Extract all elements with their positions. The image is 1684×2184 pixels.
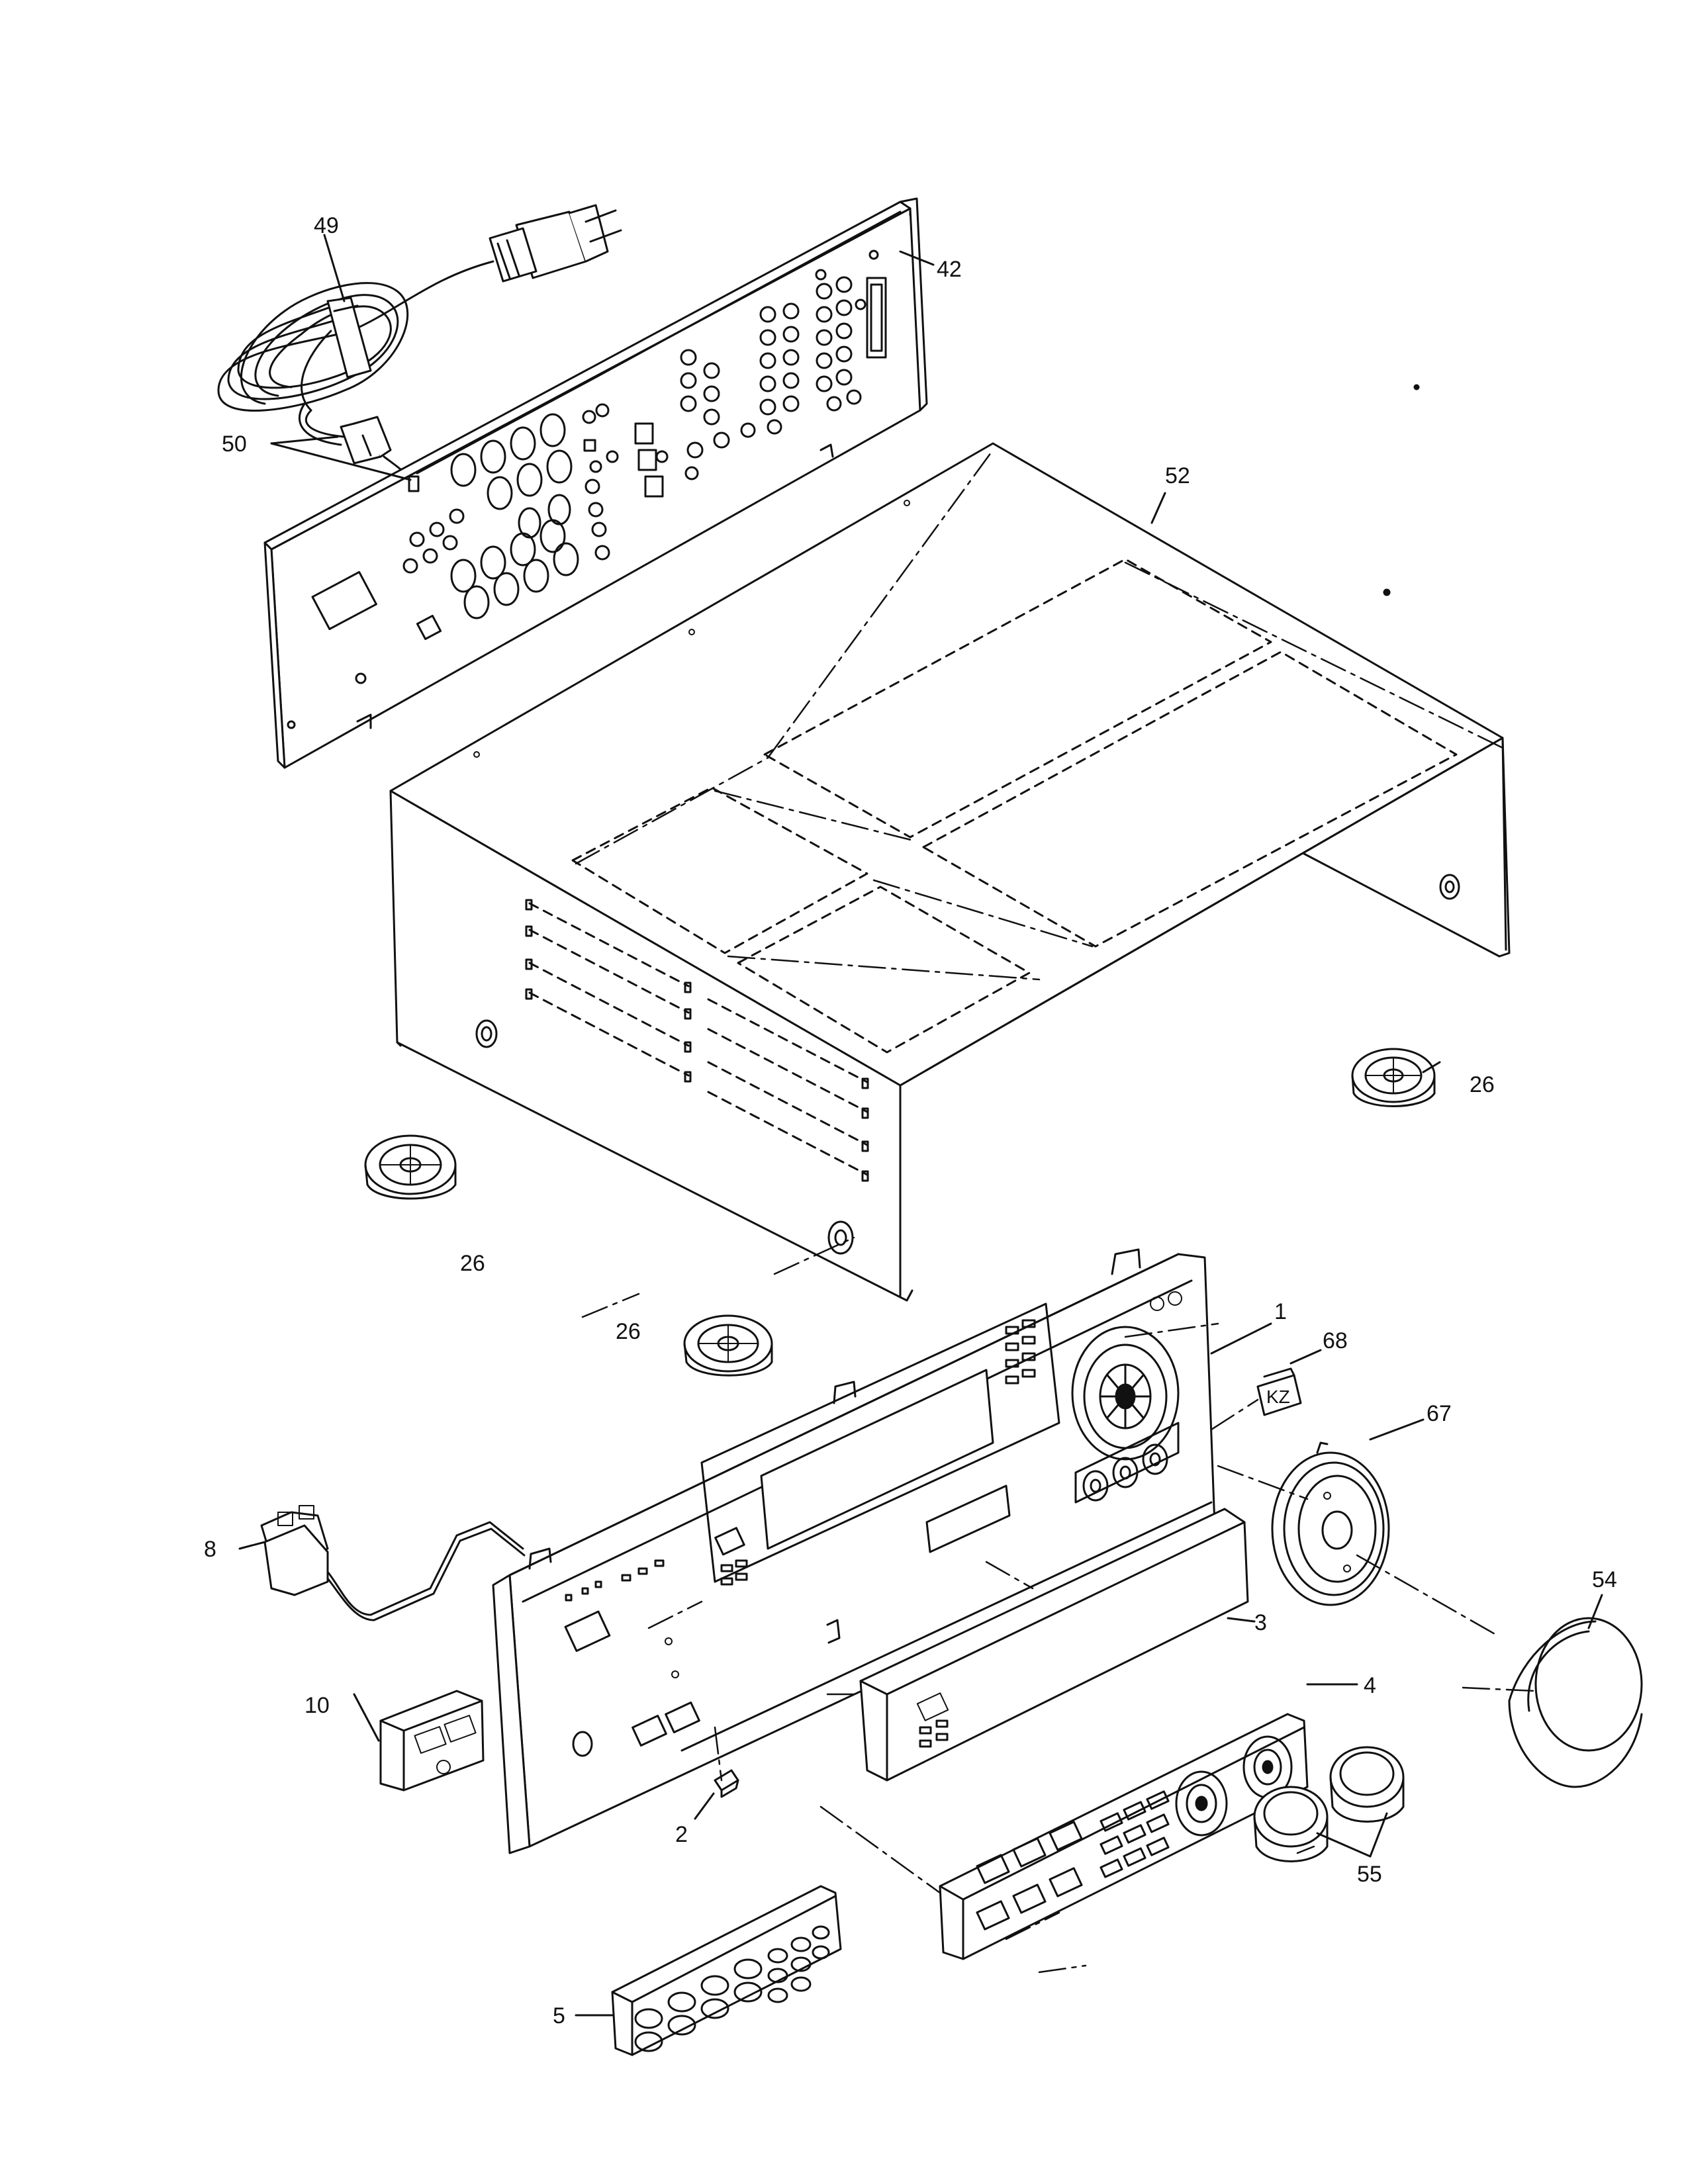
label-8: 8 <box>204 1537 216 1562</box>
switch-assembly <box>260 1505 526 1621</box>
label-67: 67 <box>1427 1401 1452 1426</box>
clip <box>714 1769 739 1798</box>
switch-marking: KZ <box>1266 1387 1290 1407</box>
label-54: 54 <box>1592 1567 1617 1592</box>
foot-left <box>364 1134 457 1200</box>
leader-lines <box>238 234 1603 2017</box>
label-49: 49 <box>314 213 339 238</box>
label-52: 52 <box>1165 463 1190 488</box>
power-cord <box>217 204 622 484</box>
label-4: 4 <box>1364 1673 1376 1698</box>
label-42: 42 <box>937 257 962 282</box>
label-1: 1 <box>1274 1299 1287 1324</box>
label-55: 55 <box>1357 1862 1382 1887</box>
label-3: 3 <box>1254 1610 1267 1635</box>
foot-right <box>1351 1048 1436 1107</box>
label-26-right: 26 <box>1470 1072 1495 1097</box>
label-10: 10 <box>304 1693 330 1718</box>
knob-ring <box>1271 1441 1390 1606</box>
button-block <box>379 1690 485 1792</box>
switch-68: KZ <box>1256 1367 1302 1416</box>
foot-center <box>683 1314 773 1377</box>
assembly-lines <box>581 1236 1537 1974</box>
label-2: 2 <box>675 1822 688 1847</box>
label-68: 68 <box>1323 1328 1348 1353</box>
label-50: 50 <box>222 432 247 457</box>
top-cover <box>389 442 1511 1302</box>
label-5: 5 <box>553 2003 565 2028</box>
front-panel <box>492 1248 1216 1854</box>
display-lens <box>859 1508 1249 1782</box>
lower-panel <box>939 1713 1309 1960</box>
volume-knob <box>1508 1617 1643 1788</box>
label-26-left: 26 <box>460 1251 485 1276</box>
button-board <box>611 1885 842 2056</box>
rear-panel <box>263 197 928 769</box>
part-labels: 49 42 50 52 26 26 26 1 68 67 54 8 3 4 10… <box>204 213 1617 2028</box>
label-26-center: 26 <box>616 1319 641 1344</box>
small-knobs <box>1253 1746 1405 1862</box>
